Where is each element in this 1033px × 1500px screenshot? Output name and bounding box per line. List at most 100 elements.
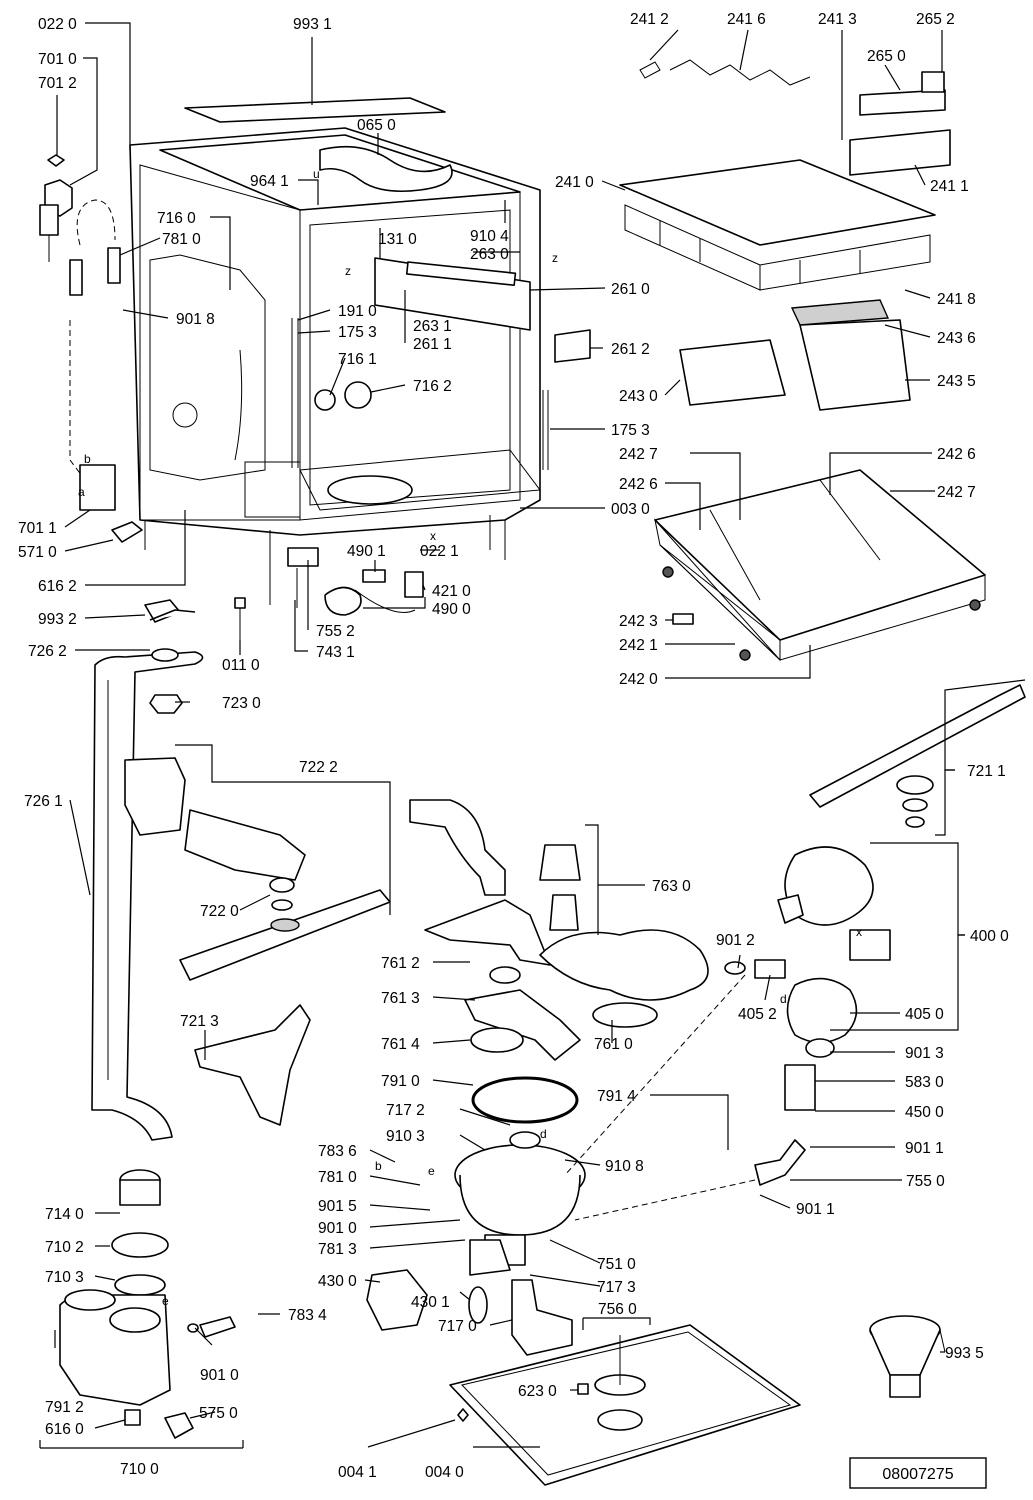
- callout-label: 721 3: [180, 1013, 219, 1030]
- callout-label: 701 2: [38, 75, 77, 92]
- callout-label: 490 1: [347, 543, 386, 560]
- callout-label: 265 0: [867, 48, 906, 65]
- callout-label: 743 1: [316, 644, 355, 661]
- callout-label: 265 2: [916, 11, 955, 28]
- callout-label: 910 3: [386, 1128, 425, 1145]
- callout-label: 616 2: [38, 578, 77, 595]
- connector-letter: u: [313, 167, 320, 181]
- callout-label: 781 3: [318, 1241, 357, 1258]
- callout-label: 993 2: [38, 611, 77, 628]
- callout-label: 710 2: [45, 1239, 84, 1256]
- callout-label: 791 0: [381, 1073, 420, 1090]
- leader-lines: [39, 22, 1026, 1449]
- callout-label: 065 0: [357, 117, 396, 134]
- connector-letter: d: [540, 1127, 547, 1141]
- callout-label: 783 6: [318, 1143, 357, 1160]
- callout-label: 241 2: [630, 11, 669, 28]
- callout-label: 405 0: [905, 1006, 944, 1023]
- callout-label: 761 2: [381, 955, 420, 972]
- callout-label: 781 0: [162, 231, 201, 248]
- filter-assembly: [539, 844, 709, 1028]
- callout-label: 191 0: [338, 303, 377, 320]
- callout-label: 616 0: [45, 1421, 84, 1438]
- callout-label: 242 7: [937, 484, 976, 501]
- callout-label: 901 5: [318, 1198, 357, 1215]
- connector-letter: b: [375, 1159, 382, 1173]
- callout-label: 022 0: [38, 16, 77, 33]
- callout-label: 751 0: [597, 1256, 636, 1273]
- callout-label: 717 3: [597, 1279, 636, 1296]
- upper-basket: [619, 59, 951, 291]
- callout-label: 722 2: [299, 759, 338, 776]
- callout-label: 430 1: [411, 1294, 450, 1311]
- callout-labels: 022 0 993 1 701 0 701 2 065 0 964 1 716 …: [18, 11, 1009, 1481]
- callout-label: 710 0: [120, 1461, 159, 1478]
- callout-label: 716 0: [157, 210, 196, 227]
- callout-label: 701 0: [38, 51, 77, 68]
- connector-letter: x: [430, 529, 436, 543]
- lower-spray-pipe: [409, 799, 581, 1124]
- callout-label: 901 3: [905, 1045, 944, 1062]
- callout-label: 716 1: [338, 351, 377, 368]
- callout-label: 901 1: [796, 1201, 835, 1218]
- callout-label: 717 2: [386, 1102, 425, 1119]
- water-softener: [59, 1169, 236, 1439]
- water-inlet-hose: [39, 154, 143, 543]
- connector-letter: z: [552, 251, 558, 265]
- callout-label: 004 1: [338, 1464, 377, 1481]
- connector-letter: e: [162, 1294, 169, 1308]
- callout-label: 901 1: [905, 1140, 944, 1157]
- callout-label: 583 0: [905, 1074, 944, 1091]
- callout-label: 783 4: [288, 1307, 327, 1324]
- connector-letter: e: [428, 1164, 435, 1178]
- callout-label: 242 0: [619, 671, 658, 688]
- callout-label: 722 0: [200, 903, 239, 920]
- salt-funnel: [869, 1315, 946, 1398]
- callout-label: 241 0: [555, 174, 594, 191]
- callout-label: 450 0: [905, 1104, 944, 1121]
- callout-label: 901 8: [176, 311, 215, 328]
- callout-label: 175 3: [611, 422, 650, 439]
- callout-label: 022 1: [420, 543, 459, 560]
- callout-label: 701 1: [18, 520, 57, 537]
- callout-label: 243 6: [937, 330, 976, 347]
- callout-label: 263 0: [470, 246, 509, 263]
- callout-label: 242 3: [619, 613, 658, 630]
- callout-label: 490 0: [432, 601, 471, 618]
- callout-label: 791 2: [45, 1399, 84, 1416]
- upper-spray-arm: [809, 684, 1026, 828]
- connector-letter: d: [780, 992, 787, 1006]
- callout-label: 241 8: [937, 291, 976, 308]
- callout-label: 241 6: [727, 11, 766, 28]
- callout-label: 993 1: [293, 16, 332, 33]
- callout-label: 571 0: [18, 544, 57, 561]
- connector-letter: z: [345, 264, 351, 278]
- cutlery-baskets: [679, 299, 911, 411]
- document-number: 08007275: [882, 1466, 953, 1483]
- connector-letter: x: [856, 925, 862, 939]
- callout-label: 710 3: [45, 1269, 84, 1286]
- callout-label: 241 1: [930, 178, 969, 195]
- callout-label: 243 0: [619, 388, 658, 405]
- connector-letter: b: [84, 452, 91, 466]
- callout-label: 241 3: [818, 11, 857, 28]
- callout-label: 791 4: [597, 1088, 636, 1105]
- callout-label: 261 1: [413, 336, 452, 353]
- callout-label: 716 2: [413, 378, 452, 395]
- document-number-box: 08007275: [849, 1457, 987, 1489]
- callout-label: 910 8: [605, 1158, 644, 1175]
- callout-label: 242 6: [937, 446, 976, 463]
- top-cover-plate: [184, 97, 446, 123]
- callout-label: 011 0: [222, 657, 260, 674]
- callout-label: 131 0: [378, 231, 417, 248]
- dishwasher-tub: [129, 127, 591, 605]
- callout-label: 755 2: [316, 623, 355, 640]
- callout-label: 721 1: [967, 763, 1006, 780]
- callout-label: 761 0: [594, 1036, 633, 1053]
- callout-label: 400 0: [970, 928, 1009, 945]
- callout-label: 901 0: [318, 1220, 357, 1237]
- callout-label: 004 0: [425, 1464, 464, 1481]
- spray-feed-pipe: [91, 648, 391, 1141]
- callout-label: 623 0: [518, 1383, 557, 1400]
